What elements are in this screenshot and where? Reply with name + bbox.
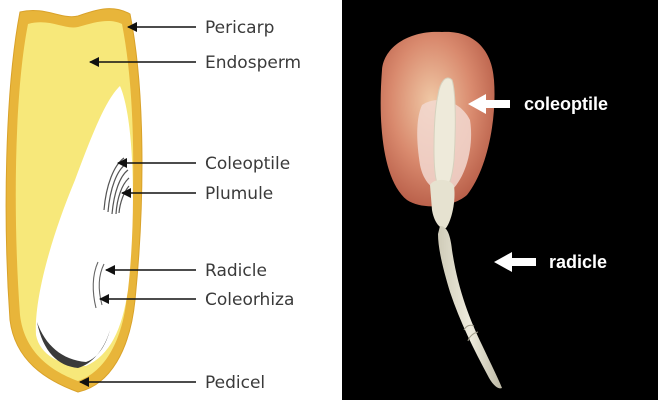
seed-diagram-panel: Pericarp Endosperm Coleoptile Plumule Ra… bbox=[0, 0, 340, 400]
seedling-photo: coleoptile radicle bbox=[342, 0, 658, 400]
seedling-photo-panel: coleoptile radicle bbox=[342, 0, 658, 400]
plumule-label: Plumule bbox=[205, 184, 273, 204]
radicle-label: Radicle bbox=[205, 261, 267, 281]
radicle-pointer-arrow bbox=[494, 252, 536, 272]
coleoptile-label: Coleoptile bbox=[205, 154, 290, 174]
pedicel-label: Pedicel bbox=[205, 373, 265, 393]
seed-diagram: Pericarp Endosperm Coleoptile Plumule Ra… bbox=[0, 0, 340, 400]
radicle-photo-label: radicle bbox=[549, 252, 607, 272]
radicle-shape bbox=[438, 226, 502, 388]
coleoptile-photo-label: coleoptile bbox=[524, 94, 608, 114]
endosperm-label: Endosperm bbox=[205, 53, 301, 73]
pericarp-label: Pericarp bbox=[205, 18, 274, 38]
coleorhiza-label: Coleorhiza bbox=[205, 290, 294, 310]
seedling-node bbox=[430, 180, 455, 228]
